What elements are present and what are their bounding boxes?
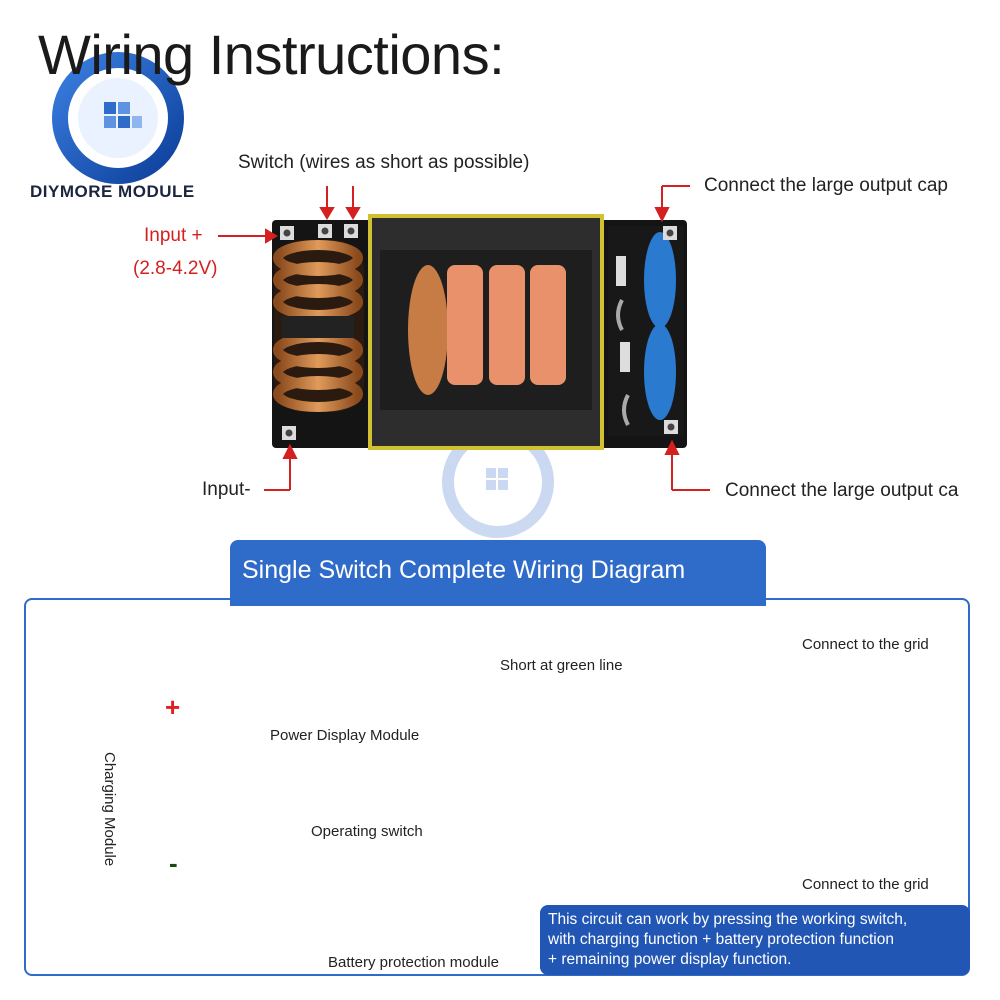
operating-switch-label: Operating switch xyxy=(311,823,423,840)
page-title: Wiring Instructions: xyxy=(38,23,505,86)
note-line-2: with charging function + battery protect… xyxy=(548,931,894,948)
input-minus-label: Input- xyxy=(202,479,251,500)
info-note: This circuit can work by pressing the wo… xyxy=(540,905,970,975)
grid-bottom-label: Connect to the grid xyxy=(802,876,929,893)
transformer xyxy=(368,214,604,450)
battery-protection-label: Battery protection module xyxy=(328,954,499,971)
battery-plus-sign: + xyxy=(165,692,181,722)
short-green-label: Short at green line xyxy=(500,657,623,674)
switch-pads xyxy=(318,224,358,238)
power-display-label: Power Display Module xyxy=(270,727,420,744)
top-callouts xyxy=(218,185,710,491)
output-cap-top-label: Connect the large output cap xyxy=(704,175,949,196)
zvs-board-top xyxy=(272,214,687,450)
battery-minus-sign: - xyxy=(169,848,178,878)
charging-module-label: Charging Module xyxy=(101,752,118,867)
diagram-banner: Single Switch Complete Wiring Diagram xyxy=(230,540,766,606)
brand-name: DIYMORE MODULE xyxy=(30,182,195,201)
input-plus-label: Input + xyxy=(144,225,203,246)
output-capacitors xyxy=(608,226,684,436)
inductor-coil xyxy=(273,240,364,412)
switch-label: Switch (wires as short as possible) xyxy=(238,152,530,173)
note-line-1: This circuit can work by pressing the wo… xyxy=(548,911,908,928)
grid-top-label: Connect to the grid xyxy=(802,636,929,653)
note-line-3: + remaining power display function. xyxy=(548,951,792,968)
input-range-label: (2.8-4.2V) xyxy=(133,258,218,279)
output-cap-bottom-label: Connect the large output ca xyxy=(725,480,959,501)
diymore-logo xyxy=(52,52,184,184)
